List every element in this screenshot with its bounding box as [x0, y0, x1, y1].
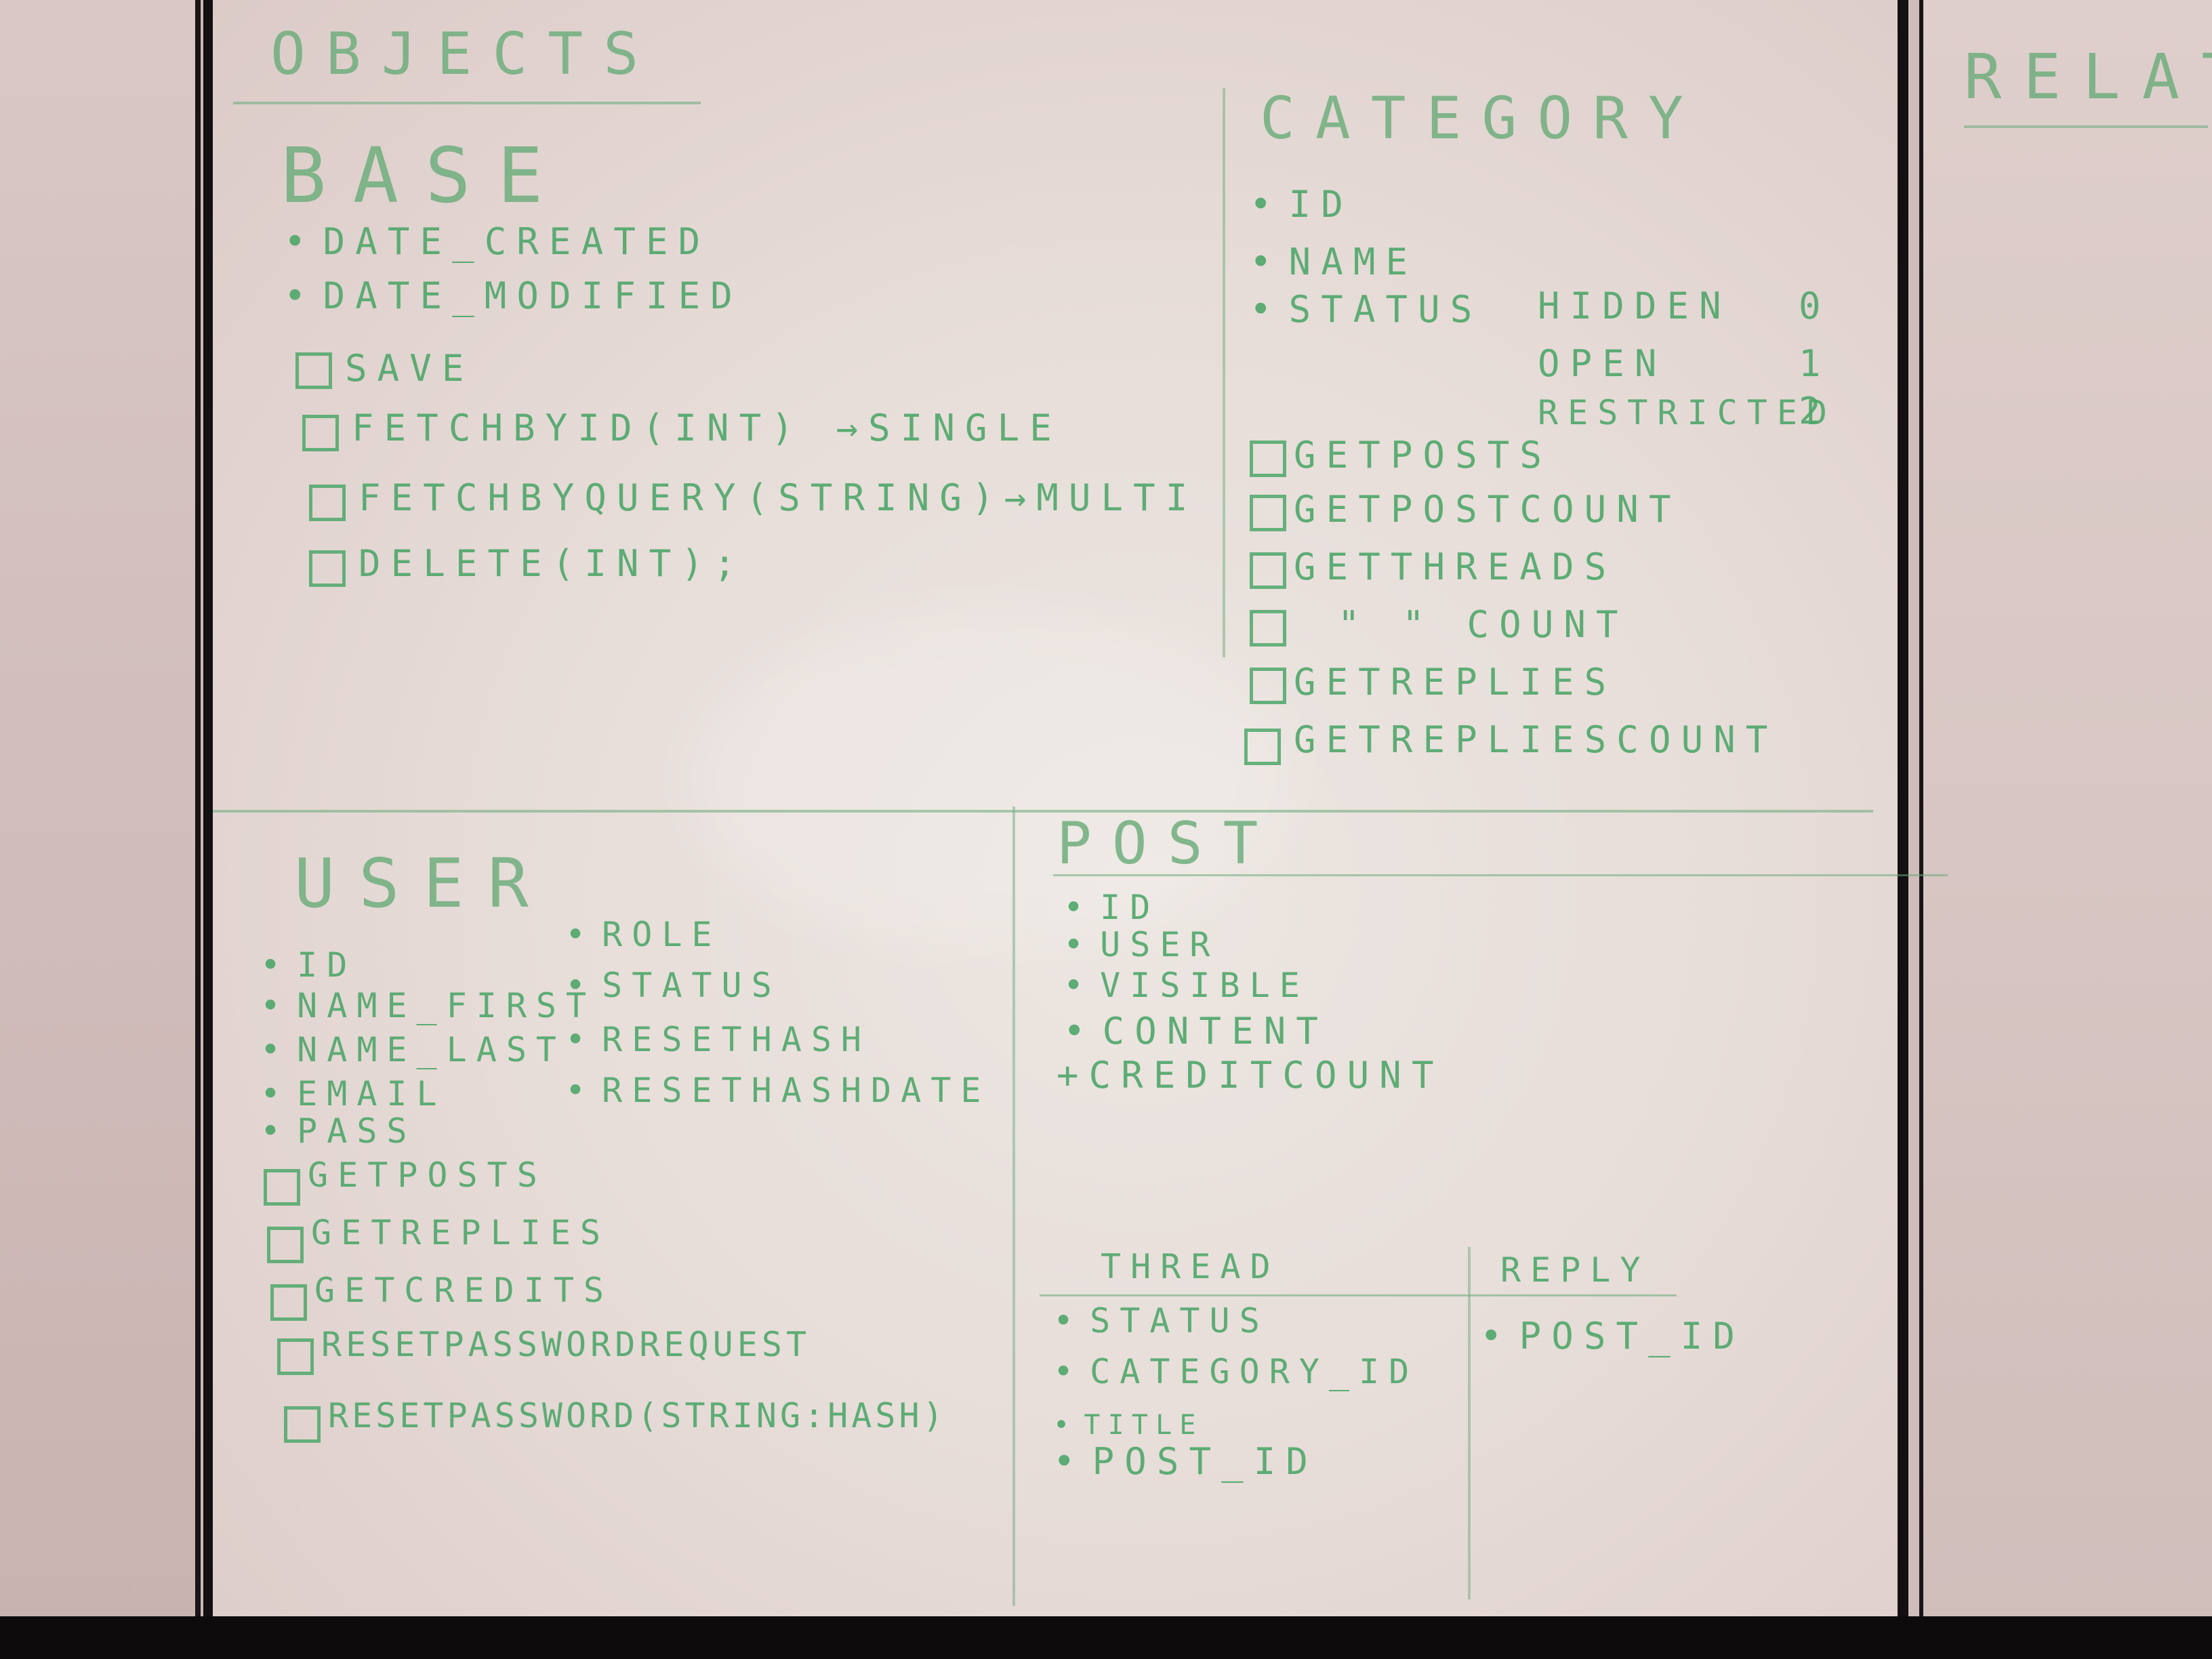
user-field-email: EMAIL: [260, 1074, 447, 1113]
user-field-id: ID: [260, 945, 356, 985]
post-field-visible: VISIBLE: [1063, 966, 1309, 1005]
user-field-role: ROLE: [565, 915, 722, 954]
marker-tray: [0, 1616, 2212, 1659]
status-restricted-label: RESTRICTED: [1538, 393, 1837, 432]
user-method-resetpasswordrequest: RESETPASSWORDREQUEST: [321, 1325, 811, 1364]
category-field-status: STATUS: [1250, 288, 1482, 331]
post-extra-creditcount: +CREDITCOUNT: [1057, 1054, 1444, 1097]
method-checkbox: [295, 352, 332, 389]
category-field-id: ID: [1250, 183, 1353, 226]
method-checkbox: [309, 485, 346, 521]
category-method-threadcount: " " COUNT: [1338, 603, 1629, 646]
method-checkbox: [1250, 441, 1286, 477]
method-checkbox: [1244, 729, 1281, 765]
method-checkbox: [1250, 552, 1286, 589]
method-checkbox: [309, 550, 346, 587]
post-underline: [1053, 874, 1948, 876]
user-field-status: STATUS: [565, 966, 781, 1005]
user-field-resethashdate: RESETHASHDATE: [565, 1071, 990, 1110]
category-method-getpostcount: GETPOSTCOUNT: [1294, 488, 1681, 531]
status-restricted-code: 2: [1799, 390, 1831, 432]
thread-underline: [1040, 1294, 1677, 1296]
category-method-getrepliescount: GETREPLIESCOUNT: [1294, 718, 1778, 761]
objects-underline: [233, 102, 701, 104]
base-field-date-modified: DATE_MODIFIED: [284, 274, 743, 317]
thread-field-title: TITLE: [1053, 1410, 1204, 1441]
post-field-user: USER: [1063, 925, 1220, 964]
user-method-resetpassword: RESETPASSWORD(STRING:HASH): [328, 1396, 947, 1435]
relations-heading: RELAT: [1964, 41, 2212, 113]
category-method-getposts: GETPOSTS: [1294, 434, 1553, 476]
method-checkbox: [264, 1169, 300, 1206]
method-checkbox: [267, 1227, 304, 1263]
method-checkbox: [284, 1406, 321, 1443]
method-checkbox: [302, 415, 339, 451]
left-adjacent-board: [0, 0, 201, 1616]
category-method-getthreads: GETTHREADS: [1294, 546, 1617, 588]
thread-field-category-id: CATEGORY_ID: [1053, 1352, 1418, 1391]
user-title: USER: [294, 844, 552, 923]
reply-title: REPLY: [1500, 1250, 1650, 1290]
user-field-resethash: RESETHASH: [565, 1020, 871, 1059]
whiteboard: OBJECTS BASE DATE_CREATED DATE_MODIFIED …: [203, 0, 1948, 1623]
light-glare: [687, 610, 1297, 949]
post-title: POST: [1057, 810, 1279, 878]
horizontal-divider: [213, 810, 1873, 813]
category-title: CATEGORY: [1260, 85, 1704, 152]
method-checkbox: [1250, 495, 1286, 531]
user-method-getreplies: GETREPLIES: [311, 1213, 611, 1252]
category-method-getreplies: GETREPLIES: [1294, 661, 1617, 703]
user-field-name-last: NAME_LAST: [260, 1030, 566, 1069]
thread-field-status: STATUS: [1053, 1301, 1269, 1340]
status-open-code: 1: [1799, 342, 1831, 385]
user-post-divider: [1012, 806, 1015, 1606]
method-checkbox: [277, 1338, 314, 1375]
status-hidden-code: 0: [1799, 285, 1831, 327]
reply-field-post-id: POST_ID: [1480, 1315, 1745, 1357]
base-method-save: SAVE: [345, 347, 474, 390]
status-open-label: OPEN: [1538, 342, 1667, 385]
right-adjacent-board: RELAT: [1919, 0, 2212, 1616]
user-field-pass: PASS: [260, 1111, 417, 1151]
method-checkbox: [1250, 668, 1286, 704]
user-method-getposts: GETPOSTS: [308, 1155, 547, 1195]
status-hidden-label: HIDDEN: [1538, 285, 1732, 327]
thread-title: THREAD: [1101, 1247, 1280, 1286]
method-checkbox: [1250, 610, 1286, 647]
base-method-fetchbyid: FETCHBYID(INT) →SINGLE: [352, 407, 1062, 449]
user-method-getcredits: GETCREDITS: [314, 1271, 614, 1310]
category-field-name: NAME: [1250, 241, 1418, 283]
user-field-name-first: NAME_FIRST: [260, 986, 596, 1025]
section-divider: [1223, 88, 1225, 657]
base-method-delete: DELETE(INT);: [359, 542, 746, 585]
relations-underline: [1964, 125, 2208, 128]
thread-field-post-id: POST_ID: [1053, 1440, 1318, 1483]
method-checkbox: [270, 1284, 307, 1321]
post-field-id: ID: [1063, 888, 1160, 927]
thread-reply-divider: [1468, 1247, 1471, 1599]
base-title: BASE: [281, 132, 570, 220]
base-method-fetchbyquery: FETCHBYQUERY(STRING)→MULTI: [359, 476, 1198, 519]
post-field-content: CONTENT: [1063, 1010, 1328, 1052]
objects-heading: OBJECTS: [270, 20, 659, 88]
base-field-date-created: DATE_CREATED: [284, 220, 710, 263]
